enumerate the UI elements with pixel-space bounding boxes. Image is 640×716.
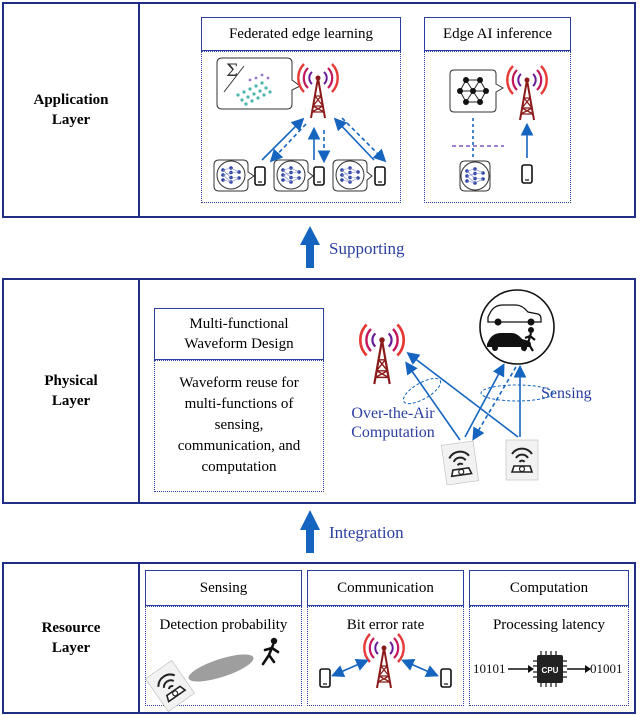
ota-line-1: Over-the-Air	[351, 405, 435, 422]
resource-layer-label-line2: Layer	[51, 640, 91, 656]
fel-local-model-2-icon	[276, 160, 306, 190]
resource-communication-title: Communication	[337, 579, 434, 596]
physical-layer-label: Physical Layer	[4, 280, 140, 502]
waveform-desc-line-5: computation	[201, 459, 277, 475]
ota-computation-label: Over-the-Air Computation	[340, 404, 446, 442]
sensing-beam-ellipse	[480, 384, 554, 402]
eai-base-station-icon	[506, 64, 548, 122]
federated-edge-learning-panel	[201, 51, 401, 203]
resource-computation-title-box: Computation	[469, 570, 629, 606]
resource-communication-title-box: Communication	[307, 570, 464, 606]
fel-link-arrows	[261, 117, 387, 164]
waveform-desc-line-1: Waveform reuse for	[179, 375, 299, 391]
waveform-design-title-line1: Multi-functional	[189, 316, 289, 332]
bits-input-arrowhead	[528, 665, 534, 673]
fel-model-aggregation-bubble	[216, 57, 301, 110]
runner-icon	[261, 637, 280, 666]
waveform-design-title-box: Multi-functional Waveform Design	[154, 308, 324, 360]
waveform-desc-line-2: multi-functions of	[184, 396, 294, 412]
fel-sigma-symbol: Σ	[226, 61, 238, 81]
fel-phone-3-icon	[374, 166, 386, 186]
integration-label: Integration	[329, 523, 404, 542]
resource-comm-base-station-icon	[363, 632, 405, 690]
detection-probability-label: Detection probability	[159, 617, 288, 633]
sensing-beam-shape	[188, 654, 254, 682]
resource-sensing-radar-icon	[144, 659, 196, 713]
supporting-arrow	[300, 226, 320, 268]
processing-latency-label: Processing latency	[492, 617, 606, 633]
physical-radar-left-icon	[440, 439, 480, 487]
ota-line-2: Computation	[351, 424, 435, 441]
waveform-design-title-line2: Waveform Design	[184, 336, 294, 352]
resource-layer-label: Resource Layer	[4, 564, 140, 712]
comm-link-right-arrow	[401, 658, 439, 678]
cpu-label: CPU	[542, 666, 559, 675]
supporting-label: Supporting	[329, 239, 405, 258]
eai-device-model-bubble	[459, 160, 491, 192]
physical-layer-label-line1: Physical	[44, 373, 98, 389]
bit-error-rate-label: Bit error rate	[346, 617, 425, 633]
waveform-design-panel: Waveform reuse for multi-functions of se…	[154, 360, 324, 492]
resource-communication-panel: Bit error rate	[307, 606, 464, 706]
bits-input-text: 10101	[473, 661, 506, 676]
resource-sensing-title: Sensing	[199, 579, 248, 596]
resource-comm-phone-right-icon	[440, 668, 452, 688]
application-layer-label-line2: Layer	[51, 112, 91, 128]
ota-beam-ellipse	[402, 377, 442, 405]
waveform-desc-line-3: sensing,	[214, 417, 264, 433]
fel-local-model-3-icon	[335, 160, 365, 190]
fel-phone-1-icon	[254, 166, 266, 186]
resource-layer-label-line1: Resource	[41, 620, 101, 636]
resource-sensing-panel: Detection probability	[145, 606, 302, 706]
physical-link-arrows	[405, 352, 527, 441]
eai-device-model-icon	[460, 161, 490, 191]
integration-arrow	[300, 510, 320, 553]
resource-comm-phone-left-icon	[319, 668, 331, 688]
fel-base-station-icon	[297, 62, 339, 120]
eai-phone-icon	[521, 164, 533, 184]
bits-output-arrowhead	[585, 665, 591, 673]
sensing-physical-label: Sensing	[541, 385, 592, 402]
target-scene-circle	[479, 289, 555, 365]
federated-edge-learning-title-box: Federated edge learning	[201, 17, 401, 51]
physical-base-station-icon	[358, 323, 406, 386]
bits-output-text: 01001	[590, 661, 623, 676]
physical-layer-label-line2: Layer	[51, 393, 91, 409]
edge-ai-inference-title: Edge AI inference	[442, 25, 553, 42]
resource-computation-panel: Processing latency	[469, 606, 629, 706]
eai-server-model-bubble	[449, 69, 505, 113]
fel-device-1	[213, 159, 266, 192]
comm-link-left-arrow	[331, 658, 369, 678]
resource-computation-title: Computation	[509, 579, 589, 596]
edge-ai-inference-title-box: Edge AI inference	[424, 17, 571, 51]
resource-sensing-title-box: Sensing	[145, 570, 302, 606]
cpu-chip-icon	[533, 651, 567, 687]
physical-radar-right-icon	[505, 439, 539, 481]
fel-device-3	[332, 159, 386, 192]
application-layer-label-line1: Application	[33, 92, 109, 108]
fel-device-2	[273, 159, 325, 192]
fel-local-model-1-icon	[216, 160, 246, 190]
waveform-desc-line-4: communication, and	[177, 438, 301, 454]
fel-phone-2-icon	[313, 166, 325, 186]
waveform-design-description: Waveform reuse for multi-functions of se…	[155, 373, 323, 478]
application-layer-label: Application Layer	[4, 4, 140, 216]
edge-ai-inference-panel	[424, 51, 571, 203]
federated-edge-learning-title: Federated edge learning	[228, 25, 374, 42]
